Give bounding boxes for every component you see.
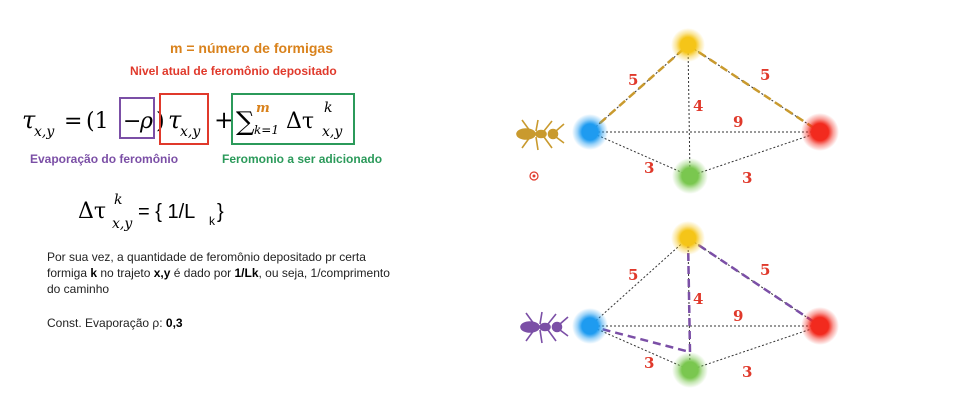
delta-sub: x,y	[112, 216, 133, 232]
delta-rhs-end: }	[217, 201, 224, 223]
formula-tau2: τ	[168, 106, 182, 134]
path-green-yellow	[686, 237, 692, 353]
desc-part-1: Por sua vez, a quantidade de feromônio d…	[47, 250, 366, 281]
node-green	[672, 158, 708, 194]
graph-top: 5 5 4 9 3 3	[516, 28, 839, 194]
formula-sub-xy3: x,y	[322, 124, 343, 140]
const-value: 0,3	[165, 316, 183, 330]
desc-lk: 1/Lk	[234, 266, 259, 281]
edge-green-red-b	[689, 325, 821, 371]
node-blue	[572, 114, 608, 150]
label-top-green-red: 3	[742, 169, 752, 187]
node-green-b	[672, 352, 708, 388]
current-pheromone-label: Nivel atual de feromônio depositado	[130, 64, 337, 78]
label-top-yellow-green: 4	[693, 97, 703, 115]
delta-pheromone-formula: Δτ k x,y = { 1/L k }	[78, 192, 224, 232]
path-yellow-red	[687, 43, 821, 134]
label-top-blue-red: 9	[733, 113, 743, 131]
delta-rhs-sub: k	[209, 214, 216, 228]
pheromone-dot	[529, 171, 539, 181]
label-top-blue-green: 3	[644, 159, 654, 177]
desc-k: k	[90, 266, 98, 281]
evaporation-constant: Const. Evaporação ρ: 0,3	[47, 316, 183, 330]
evaporation-box	[119, 97, 155, 139]
formula-sum: ∑	[236, 107, 255, 137]
desc-xy: x,y	[153, 266, 171, 281]
added-pheromone-box	[231, 93, 355, 145]
const-label: Const. Evaporação ρ:	[47, 316, 166, 330]
desc-part-4: , ou seja, 1/comprimento do caminho	[47, 266, 390, 297]
formula-sub-k1: k=1	[254, 123, 279, 137]
label-top-blue-yellow: 5	[628, 71, 638, 89]
formula-delta-tau: Δτ	[286, 109, 314, 134]
formula-sub-xy: x,y	[34, 124, 55, 140]
graph-bottom: 5 5 4 9 3 3	[520, 221, 839, 388]
formula-sub-xy2: x,y	[180, 124, 201, 140]
delta-rhs: = { 1/L	[138, 201, 195, 223]
current-level-box	[159, 93, 209, 145]
formula-plus: +	[214, 106, 234, 134]
node-red	[801, 113, 839, 151]
pheromone-update-formula: τ x,y = (1 − ρ ) τ x,y + ∑ m k=1 Δτ k x,…	[22, 93, 355, 145]
purple-ant-icon	[520, 311, 569, 344]
formula-sup-m: m	[256, 101, 270, 116]
delta-lhs: Δτ	[78, 199, 106, 224]
formula-equals: =	[64, 109, 82, 134]
formula-rho: ρ	[139, 109, 153, 134]
edge-blue-yellow-b	[589, 237, 689, 327]
label-top-yellow-red: 5	[760, 66, 770, 84]
formula-minus: −	[123, 109, 141, 134]
edge-green-red	[689, 131, 821, 177]
desc-part-3: é dado por	[170, 266, 235, 281]
node-red-b	[801, 307, 839, 345]
formula-sup-k: k	[324, 100, 332, 116]
formula-tau: τ	[22, 106, 36, 134]
edge-yellow-green	[687, 44, 691, 177]
ant-count-label: m = número de formigas	[170, 40, 333, 56]
node-yellow-b	[671, 221, 705, 255]
label-bot-blue-red: 9	[733, 307, 743, 325]
node-blue-b	[572, 308, 608, 344]
label-bot-yellow-green: 4	[693, 290, 703, 308]
desc-part-2: no trajeto	[97, 266, 154, 281]
description-text: Por sua vez, a quantidade de feromônio d…	[47, 249, 397, 298]
node-yellow	[671, 28, 705, 62]
evaporation-label: Evaporação do feromônio	[30, 152, 179, 166]
label-bot-yellow-red: 5	[760, 261, 770, 279]
path-yellow-red-b	[687, 236, 821, 328]
path-blue-yellow	[589, 44, 689, 133]
formula-open: (1	[86, 109, 109, 134]
added-pheromone-label: Feromonio a ser adicionado	[222, 152, 383, 166]
label-bot-blue-green: 3	[644, 354, 654, 372]
brown-ant-icon	[516, 119, 565, 151]
delta-sup: k	[114, 192, 122, 208]
label-bot-blue-yellow: 5	[628, 266, 638, 284]
label-bot-green-red: 3	[742, 363, 752, 381]
